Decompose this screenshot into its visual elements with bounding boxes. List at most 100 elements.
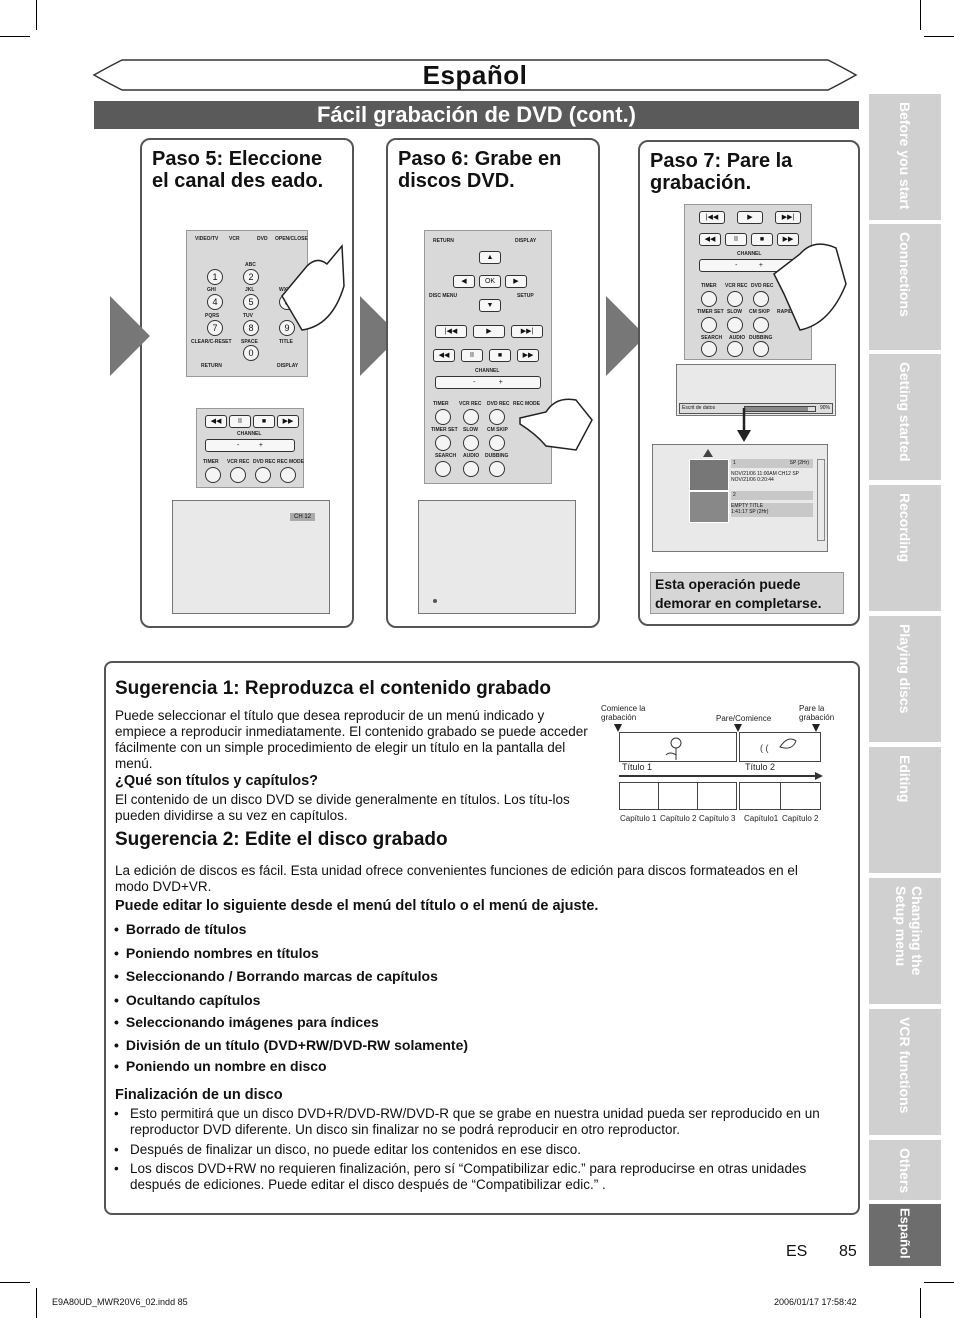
skip-forward-button[interactable]: ▶▶| bbox=[775, 211, 801, 224]
dubbing-button[interactable] bbox=[489, 461, 505, 477]
crop-mark bbox=[924, 36, 954, 37]
key-7[interactable]: 7 bbox=[207, 320, 223, 336]
tab-espanol[interactable]: Español bbox=[869, 1204, 941, 1266]
vcr-rec-button[interactable] bbox=[727, 291, 743, 307]
timer-button[interactable] bbox=[435, 409, 451, 425]
remote-transport: |◀◀ ▶ ▶▶| ◀◀ II ■ ▶▶ CHANNEL - + TIMER V… bbox=[684, 204, 812, 360]
label-ghi: GHI bbox=[207, 287, 216, 293]
arrow-step5-icon bbox=[110, 296, 150, 376]
label-return: RETURN bbox=[433, 238, 454, 244]
key-9[interactable]: 9 bbox=[279, 320, 295, 336]
page-title: Español bbox=[422, 60, 528, 90]
pause-button[interactable]: II bbox=[229, 415, 251, 428]
play-button[interactable]: ▶ bbox=[473, 325, 505, 338]
tip2-heading: Sugerencia 2: Edite el disco grabado bbox=[115, 829, 448, 850]
row-1-mode: SP (2Hr) bbox=[789, 460, 809, 466]
tab-vcr-functions[interactable]: VCR functions bbox=[869, 1009, 941, 1135]
menu-row-1-details: NOV/21/06 11:00AM CH12 SP NOV/21/06 0:20… bbox=[731, 471, 799, 483]
progress-fill bbox=[745, 407, 808, 411]
skip-forward-button[interactable]: ▶▶| bbox=[511, 325, 543, 338]
tip1-sub-body: El contenido de un disco DVD se divide g… bbox=[115, 792, 570, 823]
timer-button[interactable] bbox=[701, 291, 717, 307]
search-button[interactable] bbox=[701, 341, 717, 357]
key-1[interactable]: 1 bbox=[207, 269, 223, 285]
chapter-divider bbox=[697, 783, 698, 809]
dubbing-button[interactable] bbox=[753, 341, 769, 357]
step-5-title: Paso 5: Eleccione el canal des eado. bbox=[152, 148, 324, 192]
cm-skip-button[interactable] bbox=[753, 317, 769, 333]
label-dvd-rec: DVD REC bbox=[487, 401, 510, 407]
banner-frame bbox=[92, 59, 858, 91]
down-button[interactable]: ▼ bbox=[479, 299, 501, 312]
label-dvd-rec: DVD REC bbox=[253, 459, 276, 465]
key-4[interactable]: 4 bbox=[207, 294, 223, 310]
vcr-rec-button[interactable] bbox=[230, 467, 246, 483]
progress-track bbox=[744, 406, 816, 412]
edit-item: Seleccionando imágenes para índices bbox=[114, 1014, 379, 1030]
rewind-button[interactable]: ◀◀ bbox=[699, 233, 721, 246]
rewind-button[interactable]: ◀◀ bbox=[433, 349, 455, 362]
label-channel: CHANNEL bbox=[737, 251, 762, 257]
channel-rocker[interactable]: - + bbox=[205, 439, 295, 452]
tab-connections[interactable]: Connections bbox=[869, 224, 941, 350]
language-banner: Español bbox=[92, 58, 858, 92]
tab-changing-setup-menu[interactable]: Changing the Setup menu bbox=[869, 878, 941, 1004]
channel-rocker[interactable]: - + bbox=[435, 376, 541, 389]
label-vcr: VCR bbox=[229, 236, 240, 242]
tab-before-you-start[interactable]: Before you start bbox=[869, 94, 941, 220]
tv-screen: CH 12 bbox=[172, 500, 330, 614]
tip1-subheading: ¿Qué son títulos y capítulos? bbox=[115, 773, 319, 789]
slow-button[interactable] bbox=[727, 317, 743, 333]
skip-back-button[interactable]: |◀◀ bbox=[699, 211, 725, 224]
progress-percent: 90% bbox=[819, 405, 830, 411]
label-tuv: TUV bbox=[243, 313, 253, 319]
ok-button[interactable]: OK bbox=[479, 275, 501, 288]
row-1-line-2: NOV/21/06 0:20:44 bbox=[731, 477, 774, 483]
tab-recording[interactable]: Recording bbox=[869, 485, 941, 611]
vcr-rec-button[interactable] bbox=[463, 409, 479, 425]
audio-button[interactable] bbox=[727, 341, 743, 357]
tab-others[interactable]: Others bbox=[869, 1140, 941, 1200]
timer-button[interactable] bbox=[205, 467, 221, 483]
key-5[interactable]: 5 bbox=[243, 294, 259, 310]
stop-button[interactable]: ■ bbox=[489, 349, 511, 362]
pause-button[interactable]: II bbox=[461, 349, 483, 362]
tab-getting-started[interactable]: Getting started bbox=[869, 354, 941, 480]
label-vcr-rec: VCR REC bbox=[725, 283, 748, 289]
search-button[interactable] bbox=[435, 461, 451, 477]
menu-scrollbar[interactable] bbox=[817, 459, 825, 541]
tab-editing[interactable]: Editing bbox=[869, 747, 941, 873]
menu-row-2-header[interactable]: 2 bbox=[731, 491, 813, 500]
key-8[interactable]: 8 bbox=[243, 320, 259, 336]
tab-playing-discs[interactable]: Playing discs bbox=[869, 616, 941, 742]
forward-button[interactable]: ▶▶ bbox=[277, 415, 299, 428]
step-6-panel: Paso 6: Grabe en discos DVD. RETURN DISP… bbox=[386, 138, 600, 628]
forward-button[interactable]: ▶▶ bbox=[777, 233, 799, 246]
crop-mark bbox=[0, 36, 30, 37]
slow-button[interactable] bbox=[463, 435, 479, 451]
stop-button[interactable]: ■ bbox=[751, 233, 773, 246]
key-0[interactable]: 0 bbox=[243, 345, 259, 361]
up-button[interactable]: ▲ bbox=[479, 251, 501, 264]
rewind-button[interactable]: ◀◀ bbox=[205, 415, 227, 428]
right-button[interactable]: ▶ bbox=[505, 275, 527, 288]
timer-set-button[interactable] bbox=[701, 317, 717, 333]
pause-button[interactable]: II bbox=[725, 233, 747, 246]
cm-skip-button[interactable] bbox=[489, 435, 505, 451]
label-pqrs: PQRS bbox=[205, 313, 220, 319]
rec-mode-button[interactable] bbox=[280, 467, 296, 483]
label-dubbing: DUBBING bbox=[749, 335, 773, 341]
play-button[interactable]: ▶ bbox=[737, 211, 763, 224]
dvd-rec-button[interactable] bbox=[255, 467, 271, 483]
crop-mark bbox=[36, 0, 37, 30]
menu-row-1-header[interactable]: 1 SP (2Hr) bbox=[731, 459, 813, 468]
skip-back-button[interactable]: |◀◀ bbox=[435, 325, 467, 338]
audio-button[interactable] bbox=[463, 461, 479, 477]
stop-button[interactable]: ■ bbox=[253, 415, 275, 428]
timer-set-button[interactable] bbox=[435, 435, 451, 451]
key-2[interactable]: 2 bbox=[243, 269, 259, 285]
forward-button[interactable]: ▶▶ bbox=[517, 349, 539, 362]
dvd-rec-button[interactable] bbox=[753, 291, 769, 307]
left-button[interactable]: ◀ bbox=[453, 275, 475, 288]
dvd-rec-button[interactable] bbox=[489, 409, 505, 425]
